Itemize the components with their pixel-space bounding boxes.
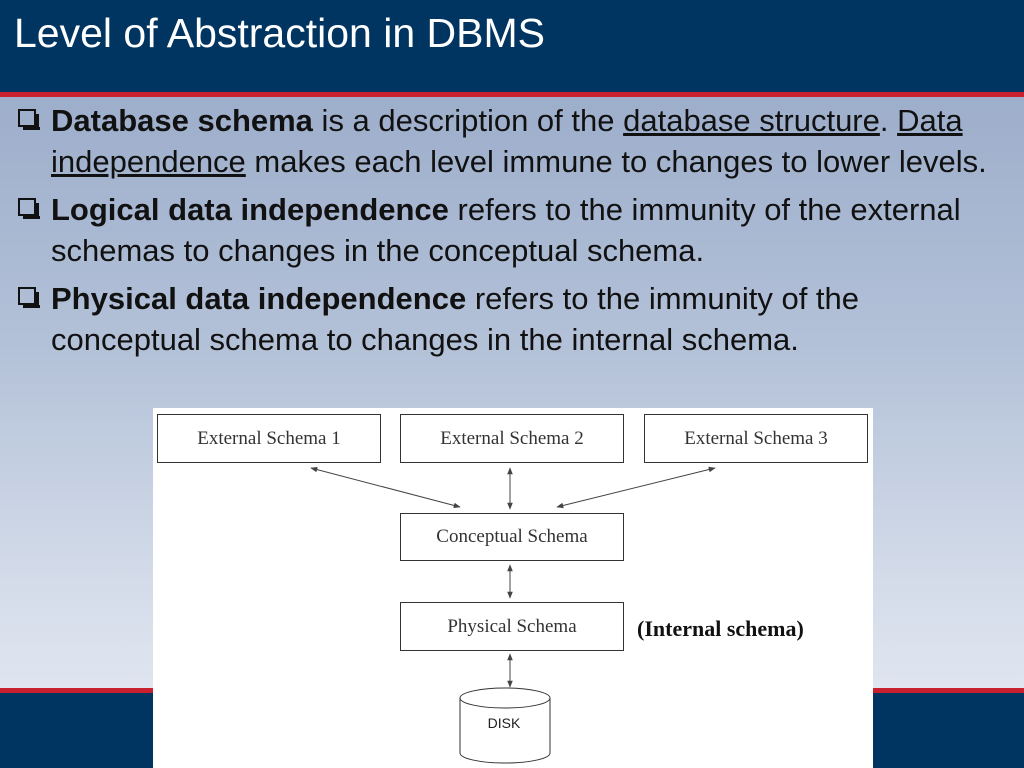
checkbox-bullet-icon	[18, 109, 40, 130]
bullet-logical-independence: Logical data independence refers to the …	[14, 189, 1004, 271]
bullet-list: Database schema is a description of the …	[14, 100, 1004, 367]
arrow-external1-conceptual	[310, 466, 461, 509]
slide-header: Level of Abstraction in DBMS	[0, 0, 1024, 92]
schema-diagram: External Schema 1 External Schema 2 Exte…	[153, 408, 873, 768]
bullet-term: Logical data independence	[51, 192, 449, 227]
bullet-text: refers to the immunity of the conceptual…	[51, 281, 860, 357]
conceptual-schema-box: Conceptual Schema	[400, 513, 624, 561]
physical-schema-box: Physical Schema	[400, 602, 624, 651]
bullet-text: is a description of the	[312, 103, 624, 138]
checkbox-bullet-icon	[18, 287, 40, 308]
external-schema-1-box: External Schema 1	[157, 414, 381, 463]
external-schema-2-box: External Schema 2	[400, 414, 624, 463]
bullet-text: makes each level immune to changes to lo…	[245, 144, 987, 179]
disk-cylinder-icon	[459, 687, 551, 764]
bullet-database-schema: Database schema is a description of the …	[14, 100, 1004, 182]
external-schema-3-box: External Schema 3	[644, 414, 868, 463]
bullet-text: .	[879, 103, 898, 138]
disk-label: DISK	[487, 715, 521, 731]
header-divider	[0, 92, 1024, 97]
arrow-external3-conceptual	[556, 466, 716, 509]
checkbox-bullet-icon	[18, 198, 40, 219]
underlined-term: database structure	[623, 103, 880, 138]
internal-schema-note: (Internal schema)	[637, 616, 804, 641]
bullet-term: Physical data independence	[51, 281, 467, 316]
underlined-term: Data independence	[51, 103, 963, 179]
slide-title: Level of Abstraction in DBMS	[14, 10, 545, 56]
bullet-text: refers to the immunity of the external s…	[51, 192, 961, 268]
bullet-term: Database schema	[51, 103, 313, 138]
diagram-connectors	[310, 466, 716, 764]
bullet-physical-independence: Physical data independence refers to the…	[14, 278, 1004, 360]
